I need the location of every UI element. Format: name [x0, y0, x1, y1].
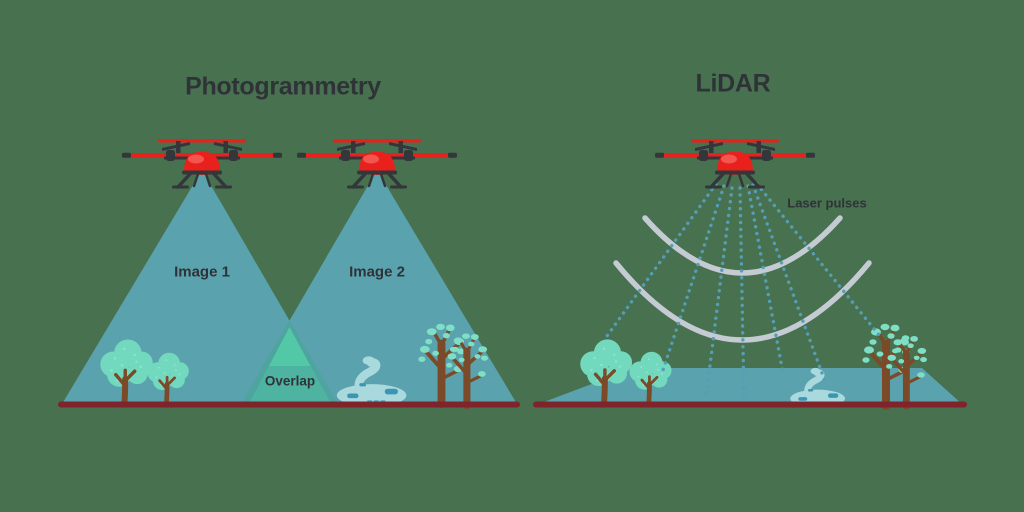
- photogrammetry-title: Photogrammetry: [185, 72, 381, 101]
- drone-icon: [653, 137, 817, 191]
- laser-beam: [755, 182, 881, 337]
- ground-line-left: [58, 401, 520, 408]
- image2-label: Image 2: [349, 263, 405, 281]
- laser-pulse-arc: [642, 215, 843, 276]
- photogrammetry-diagram: [58, 137, 520, 408]
- lidar-title: LiDAR: [695, 69, 771, 98]
- laser-beam: [751, 183, 828, 386]
- laser-beam: [746, 184, 785, 375]
- ground-line-right: [533, 401, 967, 408]
- overlap-triangle-lower: [249, 366, 331, 404]
- lidar-diagram: [533, 137, 967, 408]
- laser-beam: [660, 184, 726, 375]
- laser-beam: [738, 186, 746, 402]
- laser-pulses-label: Laser pulses: [787, 195, 867, 211]
- laser-beams: [605, 182, 881, 402]
- image1-label: Image 1: [174, 263, 230, 281]
- view-cone-image2: [241, 170, 517, 404]
- overlap-label: Overlap: [264, 373, 316, 389]
- laser-beam: [704, 186, 734, 400]
